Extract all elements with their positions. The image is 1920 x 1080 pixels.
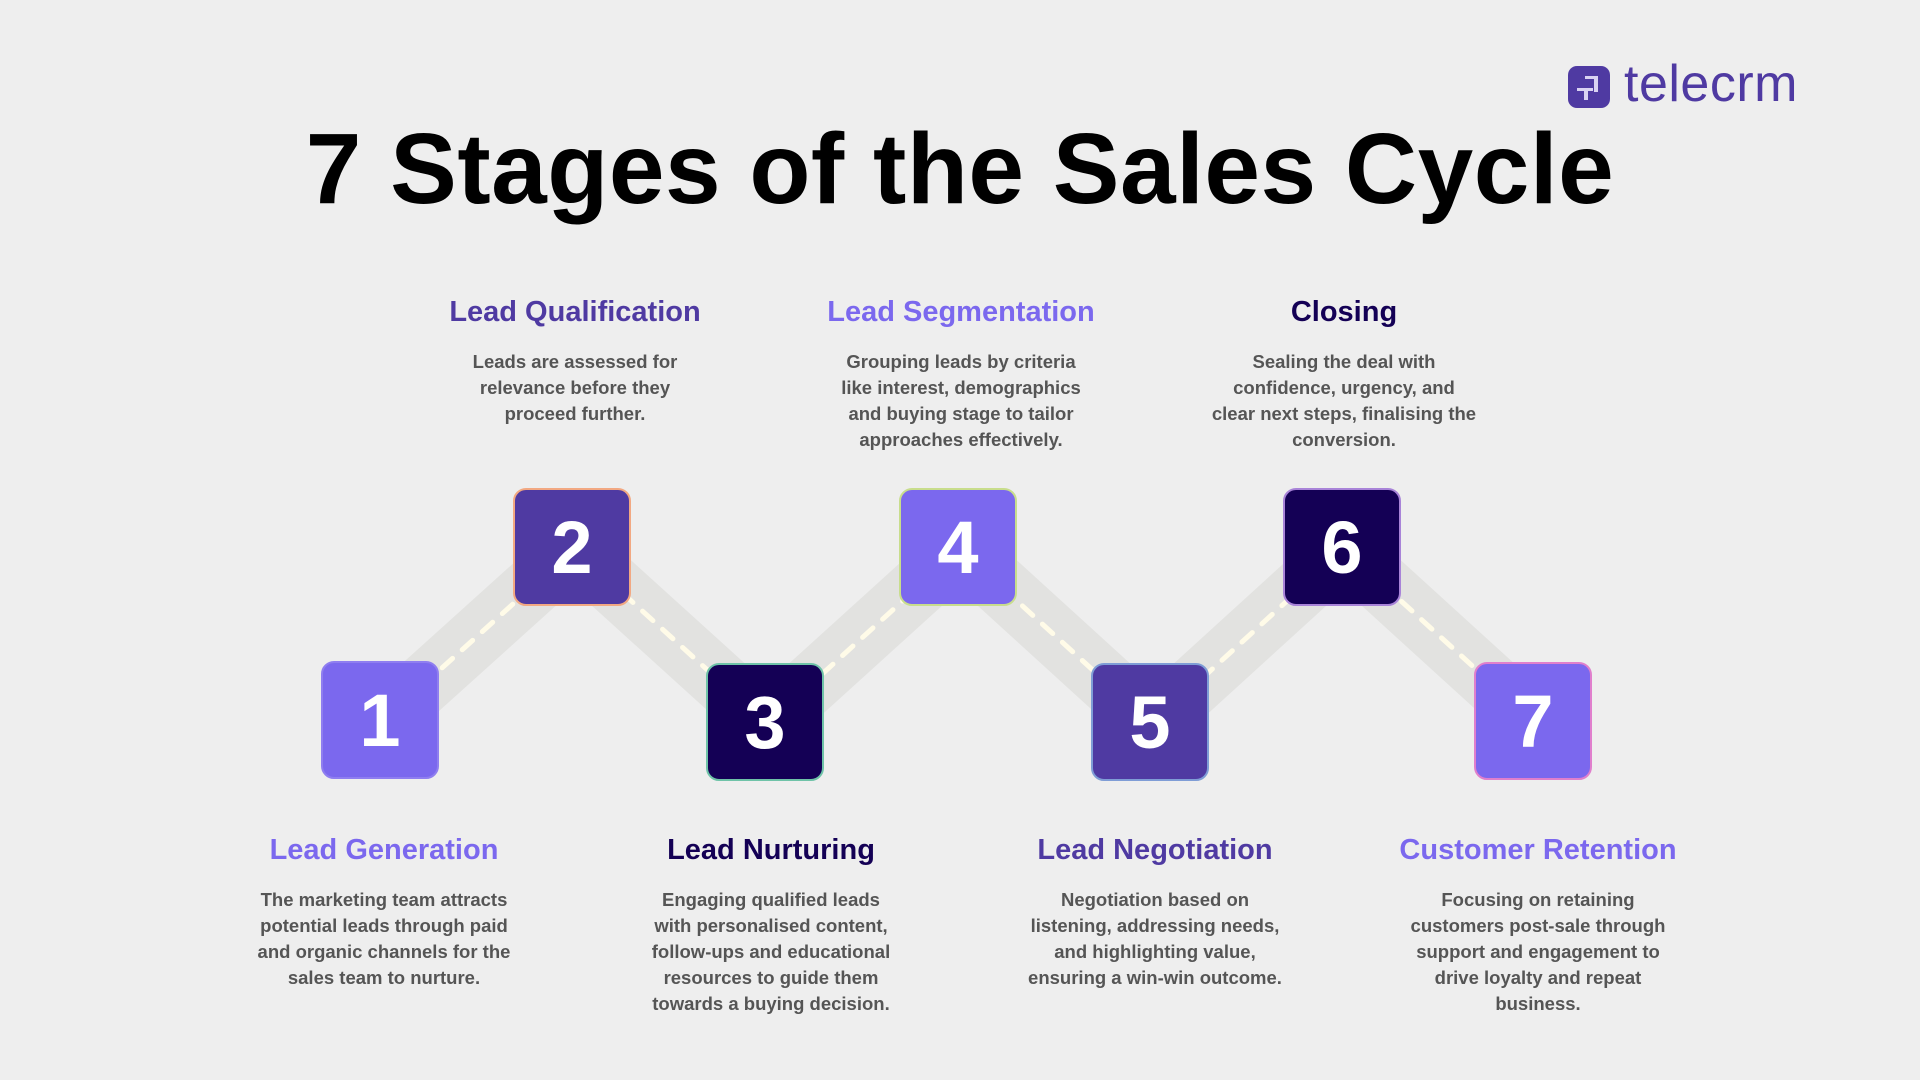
brand-name: telecrm	[1624, 55, 1798, 113]
stage-number: 6	[1321, 505, 1363, 589]
stage-6-label: Closing Sealing the deal with confidence…	[1184, 296, 1504, 453]
stage-7-label: Customer Retention Focusing on retaining…	[1378, 834, 1698, 1017]
stage-5-box: 5	[1091, 663, 1209, 781]
stage-number: 2	[551, 505, 593, 589]
stage-number: 4	[937, 505, 979, 589]
page-title: 7 Stages of the Sales Cycle	[305, 113, 1615, 225]
stage-2-box: 2	[513, 488, 631, 606]
stage-1-box: 1	[321, 661, 439, 779]
stage-3-label: Lead Nurturing Engaging qualified leads …	[611, 834, 931, 1017]
stage-number: 1	[359, 678, 401, 762]
stage-description: Leads are assessed for relevance before …	[472, 351, 678, 424]
stage-number: 5	[1129, 680, 1171, 764]
stage-title: Lead Qualification	[449, 296, 701, 328]
stage-2-label: Lead Qualification Leads are assessed fo…	[415, 296, 735, 427]
telecrm-logo: telecrm	[1568, 58, 1798, 110]
stage-number: 7	[1512, 679, 1554, 763]
stage-description: Negotiation based on listening, addressi…	[1028, 889, 1282, 988]
stage-3-box: 3	[706, 663, 824, 781]
stage-5-label: Lead Negotiation Negotiation based on li…	[995, 834, 1315, 991]
stage-7-box: 7	[1474, 662, 1592, 780]
stage-title: Lead Generation	[269, 834, 499, 866]
stage-6-box: 6	[1283, 488, 1401, 606]
stage-description: Grouping leads by criteria like interest…	[841, 351, 1081, 450]
stage-description: Engaging qualified leads with personalis…	[651, 889, 891, 1014]
stage-title: Lead Negotiation	[1037, 834, 1273, 866]
stage-4-label: Lead Segmentation Grouping leads by crit…	[801, 296, 1121, 453]
stage-4-box: 4	[899, 488, 1017, 606]
stage-description: Focusing on retaining customers post-sal…	[1410, 889, 1666, 1014]
stage-number: 3	[744, 680, 786, 764]
stage-description: Sealing the deal with confidence, urgenc…	[1211, 351, 1477, 450]
stage-title: Lead Segmentation	[827, 296, 1095, 328]
stage-title: Closing	[1290, 296, 1398, 328]
stage-title: Lead Nurturing	[667, 834, 875, 866]
telecrm-logo-icon	[1568, 66, 1610, 108]
stage-1-label: Lead Generation The marketing team attra…	[224, 834, 544, 991]
stage-description: The marketing team attracts potential le…	[257, 889, 511, 988]
stage-title: Customer Retention	[1399, 834, 1677, 866]
